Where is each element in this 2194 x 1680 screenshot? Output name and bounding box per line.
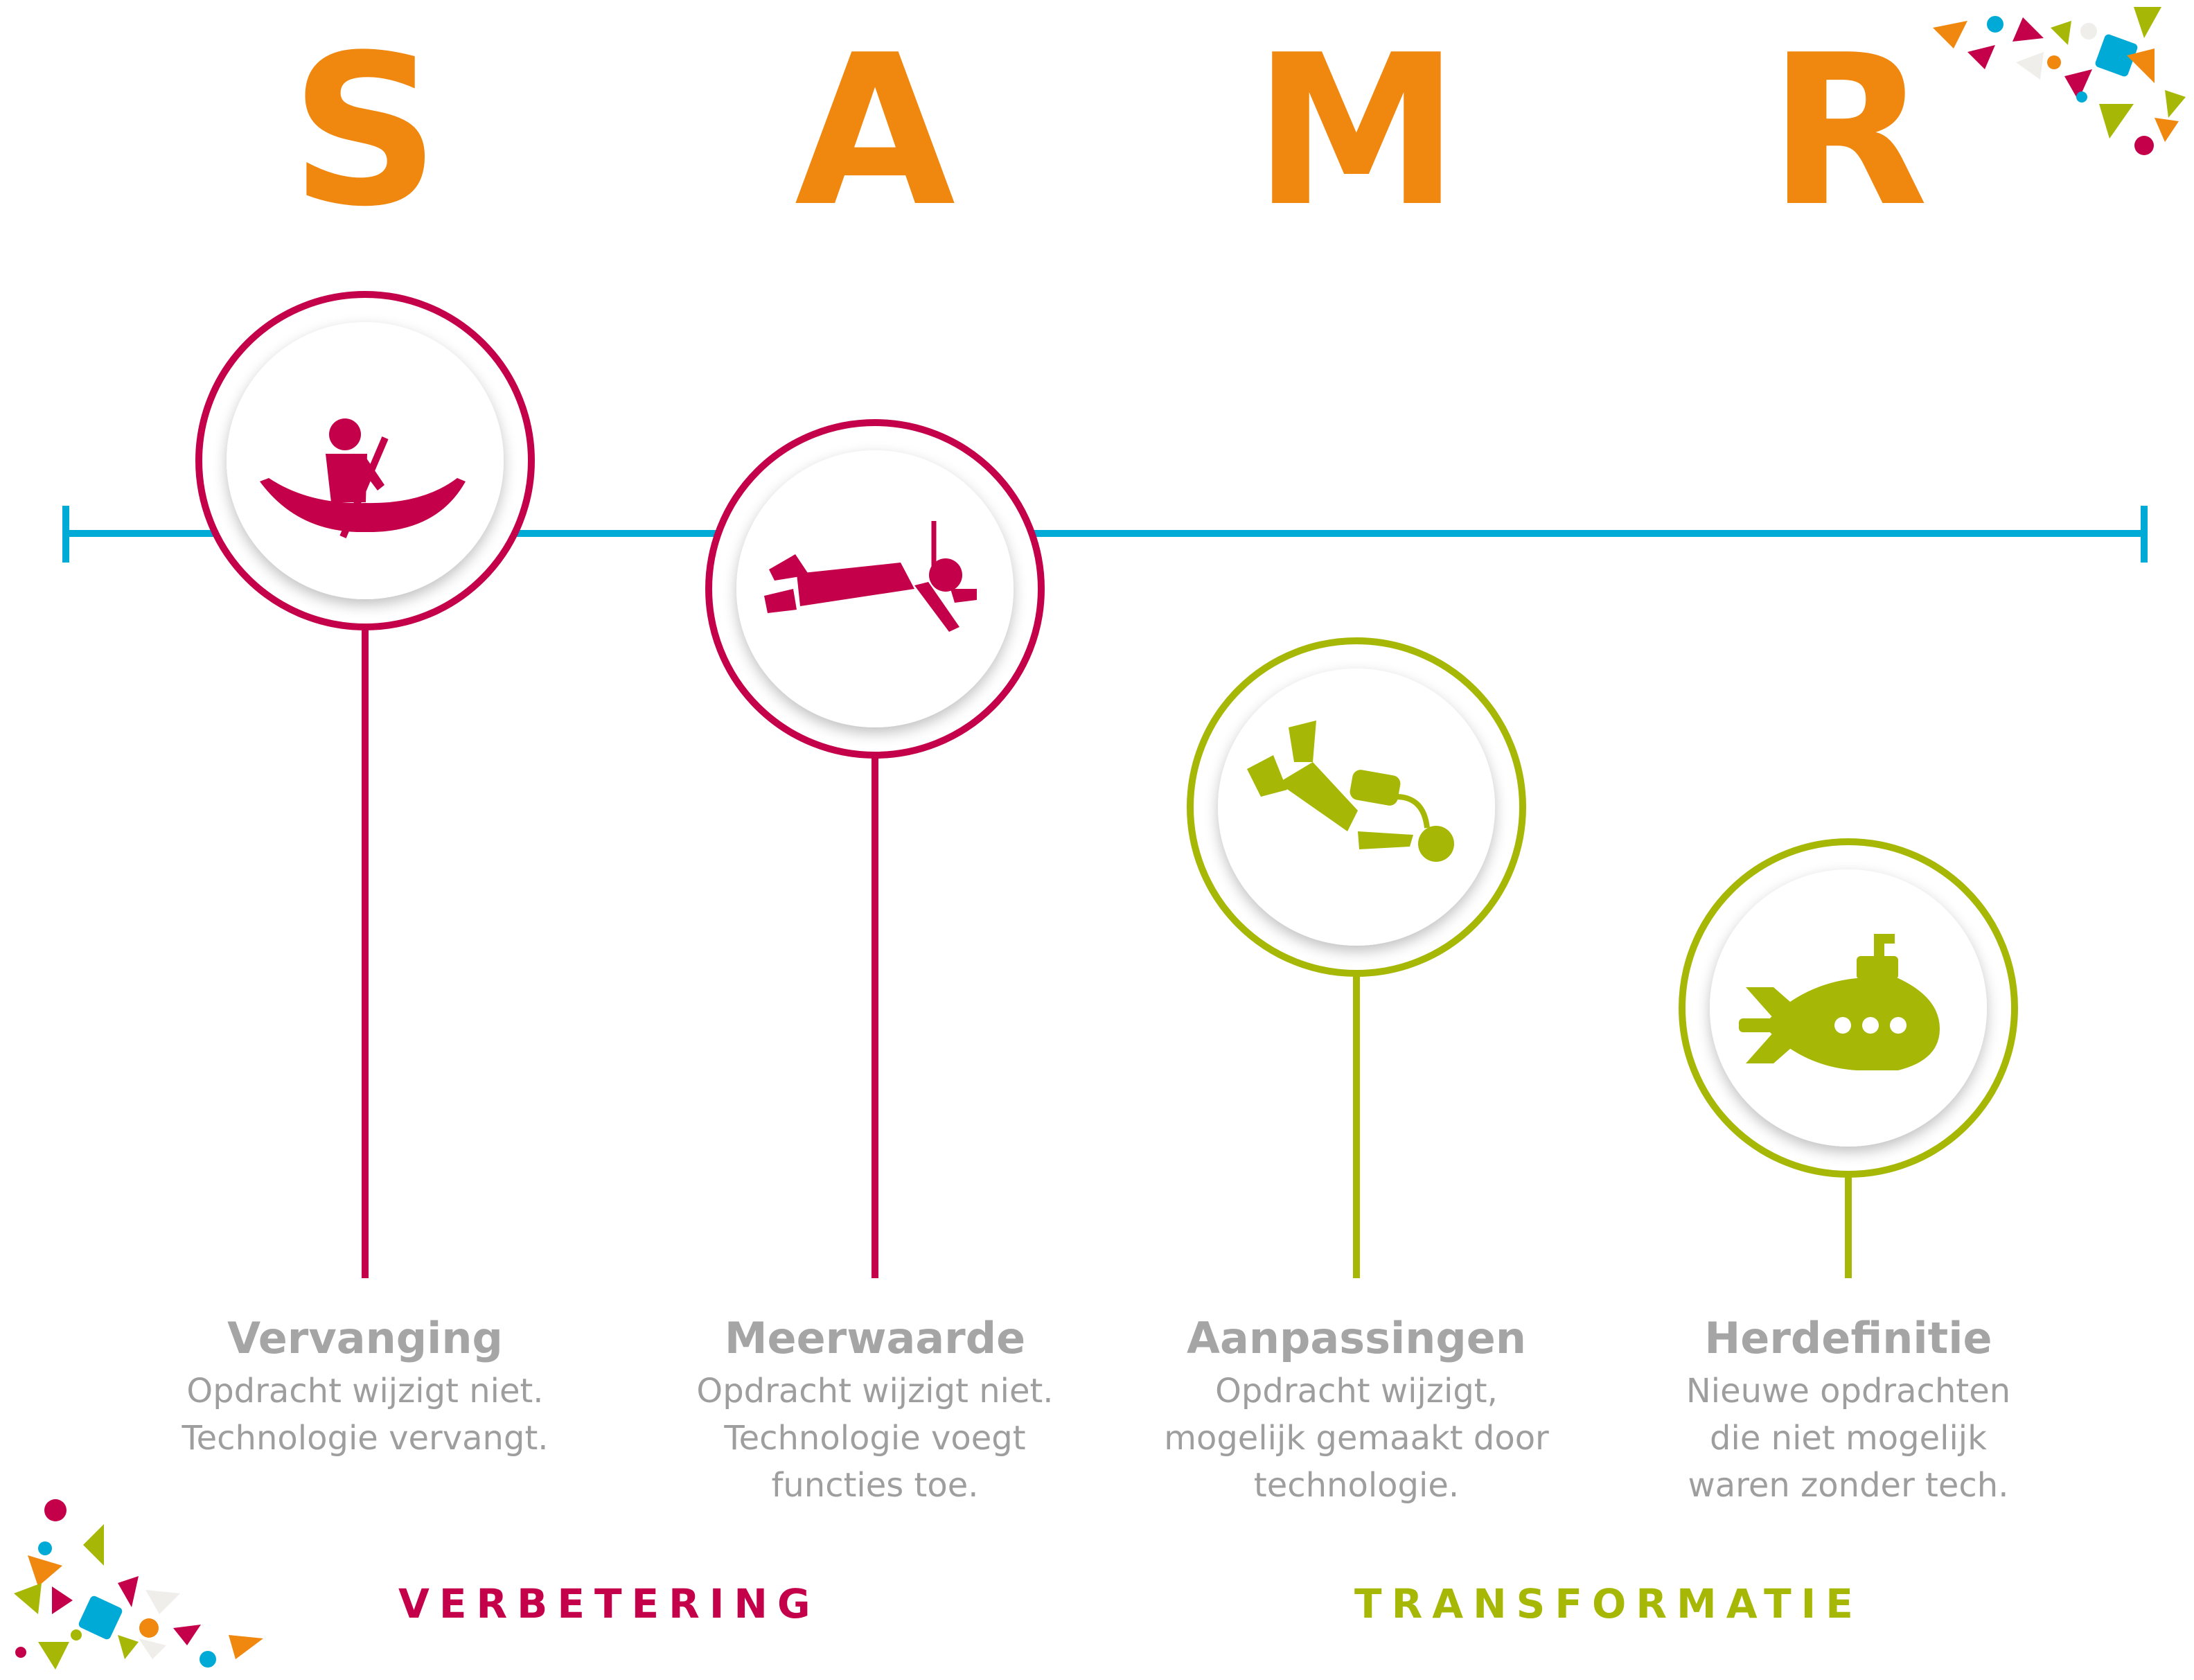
confetti-piece	[83, 1524, 104, 1566]
confetti-piece	[52, 1586, 73, 1614]
confetti-piece	[14, 1583, 42, 1614]
snorkeler-icon	[764, 521, 977, 632]
letter-r: R	[1768, 10, 1929, 252]
stage-description-line: Nieuwe opdrachten	[1686, 1372, 2011, 1411]
confetti-piece	[2064, 69, 2092, 100]
category-label-transformatie: TRANSFORMATIE	[1354, 1580, 1863, 1627]
confetti-piece	[28, 1555, 62, 1586]
stage-description-line: mogelijk gemaakt door	[1164, 1419, 1549, 1458]
confetti-decoration-top-right	[1933, 7, 2186, 155]
confetti-piece	[145, 1590, 180, 1614]
stage-title: Vervanging	[227, 1313, 503, 1363]
stage-marker-meerwaarde	[705, 419, 1045, 1278]
letter-m: M	[1253, 10, 1460, 252]
confetti-piece	[44, 1499, 67, 1521]
stage-text-meerwaarde: Meerwaarde Opdracht wijzigt niet. Techno…	[653, 1309, 1097, 1509]
scuba-diver-icon	[1247, 720, 1454, 862]
stage-marker-herdefinitie	[1679, 838, 2018, 1278]
confetti-piece	[2051, 21, 2071, 45]
confetti-piece	[2016, 52, 2044, 80]
confetti-piece	[200, 1651, 216, 1668]
stage-marker-aanpassingen	[1187, 637, 1526, 1278]
confetti-piece	[139, 1638, 166, 1659]
stage-description-line: Opdracht wijzigt niet.	[696, 1372, 1054, 1411]
confetti-piece	[38, 1541, 52, 1555]
confetti-piece	[71, 1629, 82, 1641]
confetti-piece	[139, 1618, 159, 1638]
stage-description-line: Technologie vervangt.	[182, 1419, 549, 1458]
confetti-piece	[2076, 91, 2087, 103]
confetti-piece	[2095, 34, 2138, 77]
stage-description-line: die niet mogelijk	[1710, 1419, 1987, 1458]
stage-description-line: functies toe.	[771, 1466, 979, 1505]
confetti-piece	[15, 1647, 26, 1658]
stage-description-line: Opdracht wijzigt,	[1215, 1372, 1498, 1411]
confetti-piece	[229, 1635, 263, 1659]
confetti-piece	[78, 1595, 123, 1640]
stage-text-herdefinitie: Herdefinitie Nieuwe opdrachten die niet …	[1627, 1309, 2070, 1509]
stage-title: Herdefinitie	[1704, 1313, 1992, 1363]
stage-description-line: Opdracht wijzigt niet.	[186, 1372, 544, 1411]
confetti-piece	[38, 1642, 69, 1670]
stage-title: Aanpassingen	[1187, 1313, 1526, 1363]
confetti-piece	[173, 1625, 201, 1645]
stage-description-line: technologie.	[1253, 1466, 1460, 1505]
confetti-piece	[2155, 118, 2179, 142]
stage-description-line: waren zonder tech.	[1688, 1466, 2009, 1505]
stage-text-vervanging: Vervanging Opdracht wijzigt niet. Techno…	[143, 1309, 587, 1462]
confetti-piece	[2080, 23, 2097, 39]
confetti-piece	[1933, 21, 1967, 48]
confetti-piece	[2012, 17, 2044, 42]
confetti-piece	[2134, 7, 2161, 38]
letter-s: S	[290, 10, 441, 252]
letter-a: A	[794, 10, 956, 252]
confetti-piece	[2099, 104, 2134, 139]
submarine-icon	[1739, 934, 1940, 1070]
stage-description-line: Technologie voegt	[724, 1419, 1026, 1458]
confetti-piece	[118, 1576, 139, 1607]
stage-text-aanpassingen: Aanpassingen Opdracht wijzigt, mogelijk …	[1135, 1309, 1578, 1509]
confetti-piece	[1987, 16, 2003, 33]
confetti-piece	[118, 1635, 139, 1659]
confetti-piece	[2165, 90, 2186, 118]
confetti-decoration-bottom-left	[14, 1499, 263, 1670]
canoe-paddler-icon	[260, 418, 466, 538]
confetti-piece	[2134, 136, 2154, 155]
stage-marker-vervanging	[195, 291, 535, 1278]
confetti-piece	[2127, 48, 2155, 83]
stage-title: Meerwaarde	[724, 1313, 1026, 1363]
category-label-verbetering: VERBETERING	[398, 1580, 820, 1627]
confetti-piece	[1967, 45, 1995, 69]
confetti-piece	[2047, 55, 2061, 69]
